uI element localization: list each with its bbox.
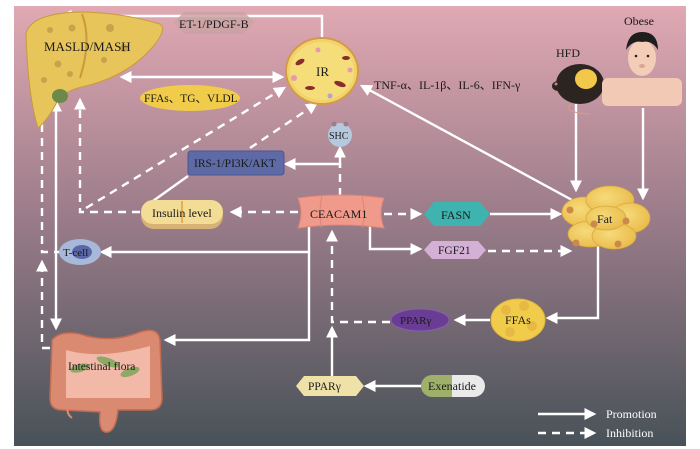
arrow-ceacam1-to-intestine (163, 252, 311, 346)
fasn-label: FASN (441, 208, 471, 222)
intestinal-flora-label: Intestinal flora (68, 361, 135, 373)
fat-label: Fat (597, 212, 613, 226)
insulin-level-pill (141, 200, 223, 229)
insulin-label: Insulin level (152, 206, 212, 220)
arrow-tcell-to-liver (36, 101, 62, 254)
exenatide-capsule-icon (421, 375, 485, 397)
legend: Promotion Inhibition (538, 407, 657, 440)
liver-icon (25, 11, 163, 129)
ir-tissue-icon (285, 37, 359, 105)
mouse-icon (552, 64, 604, 115)
ffas-tg-vldl-shape (140, 85, 240, 111)
arrows-solid (50, 10, 649, 392)
ffas-label: FFAs (505, 313, 531, 327)
shc-label: SHC (329, 131, 349, 142)
masld-label: MASLD/MASH (44, 39, 131, 54)
exenatide-label: Exenatide (428, 379, 476, 393)
arrow-pparg-purple-to-ceacam1 (326, 229, 390, 324)
ffas-cell-icon (490, 298, 546, 342)
et1-shape (174, 12, 254, 34)
et1-label: ET-1/PDGF-B (179, 17, 249, 31)
arrow-ceacam1-to-fgf21 (368, 226, 423, 255)
obese-label: Obese (624, 14, 654, 28)
legend-promotion-label: Promotion (606, 407, 657, 421)
irs-pi3k-akt-box (187, 150, 285, 176)
ir-label: IR (316, 64, 329, 79)
t-cell-icon (59, 239, 101, 265)
tcell-label: T-cell (63, 247, 88, 259)
arrow-fat-to-ir (359, 84, 573, 202)
fgf21-shape (424, 241, 486, 259)
legend-inhibition-label: Inhibition (606, 426, 653, 440)
pparg-purple-label: PPARγ (400, 315, 432, 327)
arrow-insulin-to-liver (74, 97, 140, 214)
fgf21-label: FGF21 (438, 245, 471, 257)
ffas-tg-vldl-label: FFAs、TG、VLDL (144, 93, 238, 105)
fat-cells-icon (561, 185, 651, 250)
intestine-icon (49, 329, 163, 433)
irs-label: IRS-1/PI3K/AKT (194, 158, 276, 170)
hfd-label: HFD (556, 46, 580, 60)
pparg-purple-shape (390, 308, 450, 332)
cytokines-label: TNF-α、IL-1β、IL-6、IFN-γ (374, 78, 521, 92)
obese-person-icon (602, 32, 682, 106)
ceacam1-shape (297, 194, 385, 229)
shc-receptor-icon (328, 121, 352, 147)
arrow-insulin-to-ir (85, 86, 287, 210)
pparg-yellow-shape (296, 376, 364, 396)
pparg-yellow-label: PPARγ (308, 381, 341, 393)
fasn-shape (424, 202, 490, 226)
ceacam1-label: CEACAM1 (310, 207, 367, 221)
arrow-fat-to-ffas (545, 246, 600, 324)
